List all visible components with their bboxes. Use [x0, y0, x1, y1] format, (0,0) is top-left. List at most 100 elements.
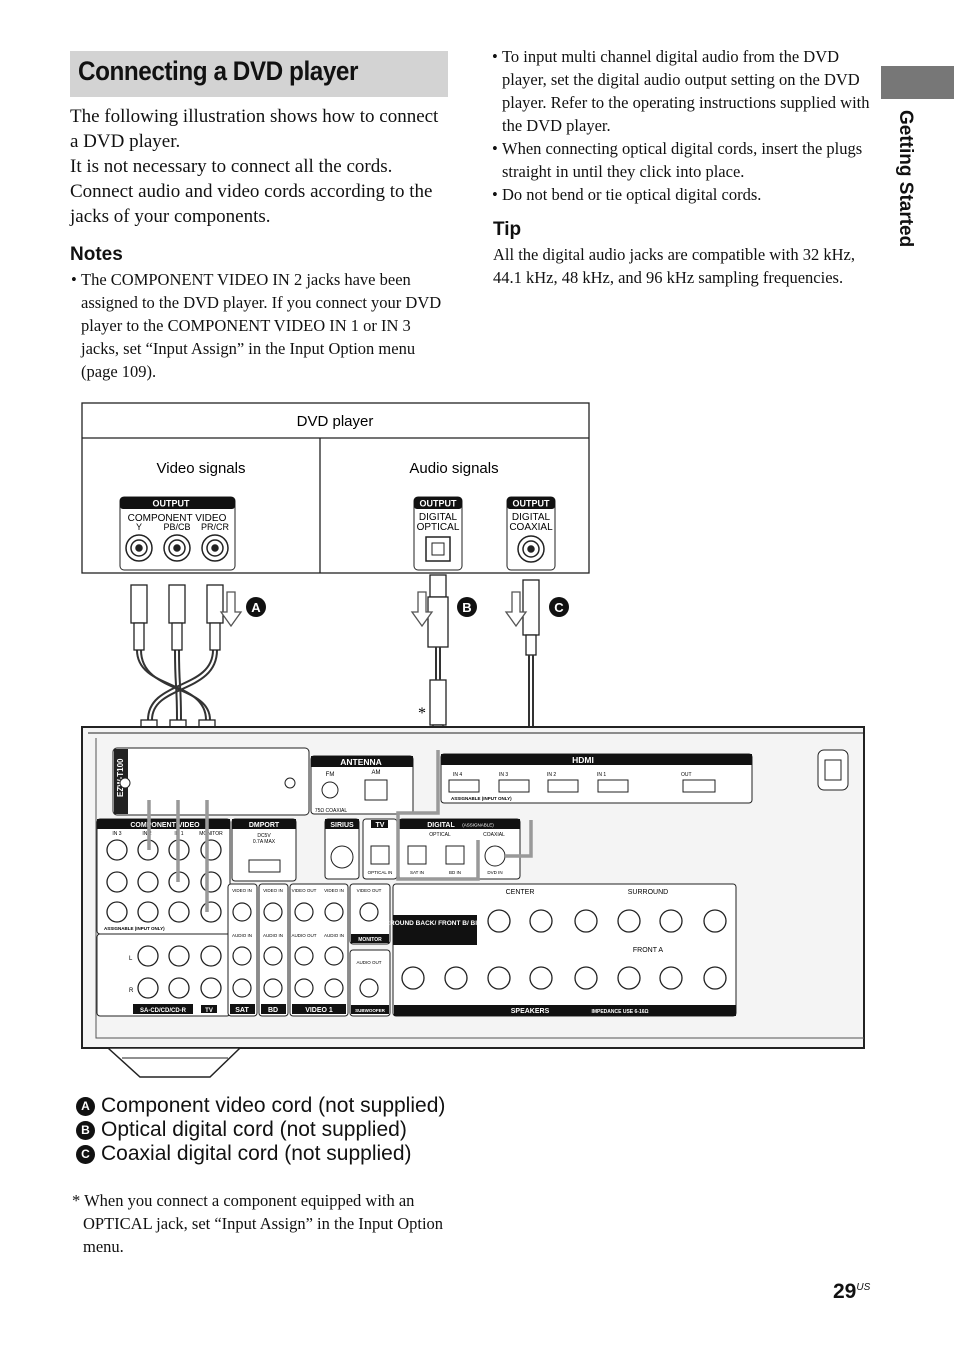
antenna-label: ANTENNA — [340, 757, 382, 767]
video1-label: VIDEO 1 — [305, 1007, 333, 1014]
output-label: OUTPUT — [513, 499, 551, 509]
sacd-label: SA-CD/CD/CD-R — [140, 1008, 187, 1014]
section-tab-marker — [881, 66, 954, 99]
video-out-label: VIDEO OUT — [292, 888, 317, 893]
note-item: To input multi channel digital audio fro… — [492, 45, 872, 137]
marker-a: A — [251, 600, 261, 615]
notes-list-right: To input multi channel digital audio fro… — [492, 45, 872, 206]
optical-in-label: OPTICAL IN — [368, 870, 393, 875]
intro-line-3: Connect audio and video cords according … — [70, 181, 433, 227]
sat-label: SAT — [235, 1007, 249, 1014]
surround-back-label: SURROUND BACK/ FRONT B/ BI-AMP — [376, 920, 494, 927]
monitor-label: MONITOR — [199, 831, 223, 837]
audio-signals-label: Audio signals — [409, 460, 498, 477]
dc-label: DC5V — [257, 833, 271, 839]
front-a-label: FRONT A — [633, 947, 664, 954]
component-video-cord — [136, 649, 218, 721]
digital-optical-label: OPTICAL — [429, 832, 451, 838]
l-label: L — [129, 956, 133, 962]
surround-label: SURROUND — [628, 889, 668, 896]
dmport-label: DMPORT — [249, 822, 280, 829]
receiver-back-panel: EZW-T100 ANTENNA FM AM 75Ω COAXIAL HDMI … — [81, 726, 865, 1078]
audio-in-label: AUDIO IN — [324, 933, 344, 938]
bd-in-label: BD IN — [449, 870, 461, 875]
dvd-player-panel: DVD player Video signals Audio signals O… — [81, 402, 590, 574]
speaker-terminals: SURROUND BACK/ FRONT B/ BI-AMP CENTER SU… — [376, 883, 737, 1017]
legend-item: A Component video cord (not supplied) — [76, 1094, 445, 1118]
page-number-suffix: US — [856, 1282, 871, 1293]
output-label: OUTPUT — [153, 499, 191, 509]
sirius-label: SIRIUS — [330, 822, 354, 829]
svg-text:SURROUND BACK/ FRONT B/ BI-AMP: SURROUND BACK/ FRONT B/ BI-AMP — [376, 920, 494, 927]
in2-label: IN 2 — [142, 831, 151, 837]
audio-in-label: AUDIO IN — [263, 933, 283, 938]
intro-line-1: The following illustration shows how to … — [70, 106, 439, 152]
legend-item: C Coaxial digital cord (not supplied) — [76, 1142, 445, 1166]
legend-marker: C — [76, 1144, 95, 1164]
digital-label: DIGITAL — [512, 512, 551, 523]
fm-coaxial-label: 75Ω COAXIAL — [315, 808, 348, 814]
audio-out-label: AUDIO OUT — [291, 933, 316, 938]
video-out-label: VIDEO OUT — [357, 888, 382, 893]
subwoofer-label: SUBWOOFER — [355, 1008, 385, 1013]
digital-coaxial-label: COAXIAL — [483, 832, 505, 838]
hdmi-in2-label: IN 2 — [547, 772, 556, 778]
digital-assignable-label: (ASSIGNABLE) — [462, 823, 494, 828]
tv-audio-label: TV — [205, 1008, 213, 1014]
hdmi-label: HDMI — [572, 755, 594, 765]
notes-heading: Notes — [70, 244, 123, 265]
legend-text: Optical digital cord (not supplied) — [101, 1118, 407, 1141]
output-label: OUTPUT — [420, 499, 458, 509]
component-assignable-label: ASSIGNABLE (INPUT ONLY) — [104, 926, 165, 931]
tip-body: All the digital audio jacks are compatib… — [493, 245, 855, 287]
page-number-value: 29 — [833, 1280, 857, 1303]
dvd-player-label: DVD player — [297, 413, 374, 430]
pb-label: PB/CB — [163, 522, 190, 532]
legend-text: Coaxial digital cord (not supplied) — [101, 1142, 412, 1165]
legend-marker: B — [76, 1120, 95, 1140]
component-video-block-label: COMPONENT VIDEO — [130, 822, 200, 829]
pr-label: PR/CR — [201, 522, 230, 532]
y-label: Y — [136, 522, 142, 532]
sat-in-label: SAT IN — [410, 870, 424, 875]
dc-max-label: 0.7A MAX — [253, 839, 276, 845]
video-in-label: VIDEO IN — [232, 888, 252, 893]
footnote: * When you connect a component equipped … — [72, 1189, 462, 1258]
digital-label: DIGITAL — [419, 512, 458, 523]
center-label: CENTER — [506, 889, 535, 896]
footnote-line-1: When you connect a component equipped wi… — [84, 1191, 415, 1210]
digital-block-label: DIGITAL — [427, 822, 455, 829]
title-banner — [70, 51, 448, 97]
legend-item: B Optical digital cord (not supplied) — [76, 1118, 445, 1142]
fm-label: FM — [326, 772, 335, 778]
hdmi-assignable-label: ASSIGNABLE (INPUT ONLY) — [451, 796, 512, 801]
hdmi-out-label: OUT — [681, 772, 692, 778]
video-in-label: VIDEO IN — [263, 888, 283, 893]
note-item: When connecting optical digital cords, i… — [492, 137, 872, 183]
hdmi-in4-label: IN 4 — [453, 772, 462, 778]
monitor-block-label: MONITOR — [358, 937, 382, 943]
footnote-rest: OPTICAL jack, set “Input Assign” in the … — [83, 1214, 444, 1256]
bd-label: BD — [268, 1007, 278, 1014]
intro-line-2: It is not necessary to connect all the c… — [70, 156, 393, 177]
hdmi-in3-label: IN 3 — [499, 772, 508, 778]
in3-label: IN 3 — [112, 831, 121, 837]
am-label: AM — [372, 770, 381, 776]
cord-legend: A Component video cord (not supplied) B … — [76, 1094, 445, 1166]
note-item: Do not bend or tie optical digital cords… — [492, 183, 872, 206]
component-video-label: COMPONENT VIDEO — [128, 513, 227, 524]
coaxial-label: COAXIAL — [509, 522, 553, 533]
hdmi-in1-label: IN 1 — [597, 772, 606, 778]
marker-c: C — [554, 600, 564, 615]
page-title: Connecting a DVD player — [78, 56, 358, 86]
cord-markers: A B C * — [246, 597, 569, 722]
ezw-label: EZW-T100 — [116, 758, 125, 797]
optical-asterisk: * — [418, 705, 426, 722]
optical-label: OPTICAL — [417, 522, 460, 533]
tip-heading: Tip — [493, 219, 522, 240]
direction-arrows — [219, 591, 528, 628]
marker-b: B — [462, 600, 471, 615]
legend-marker: A — [76, 1096, 95, 1116]
notes-list-left: The COMPONENT VIDEO IN 2 jacks have been… — [71, 268, 451, 383]
